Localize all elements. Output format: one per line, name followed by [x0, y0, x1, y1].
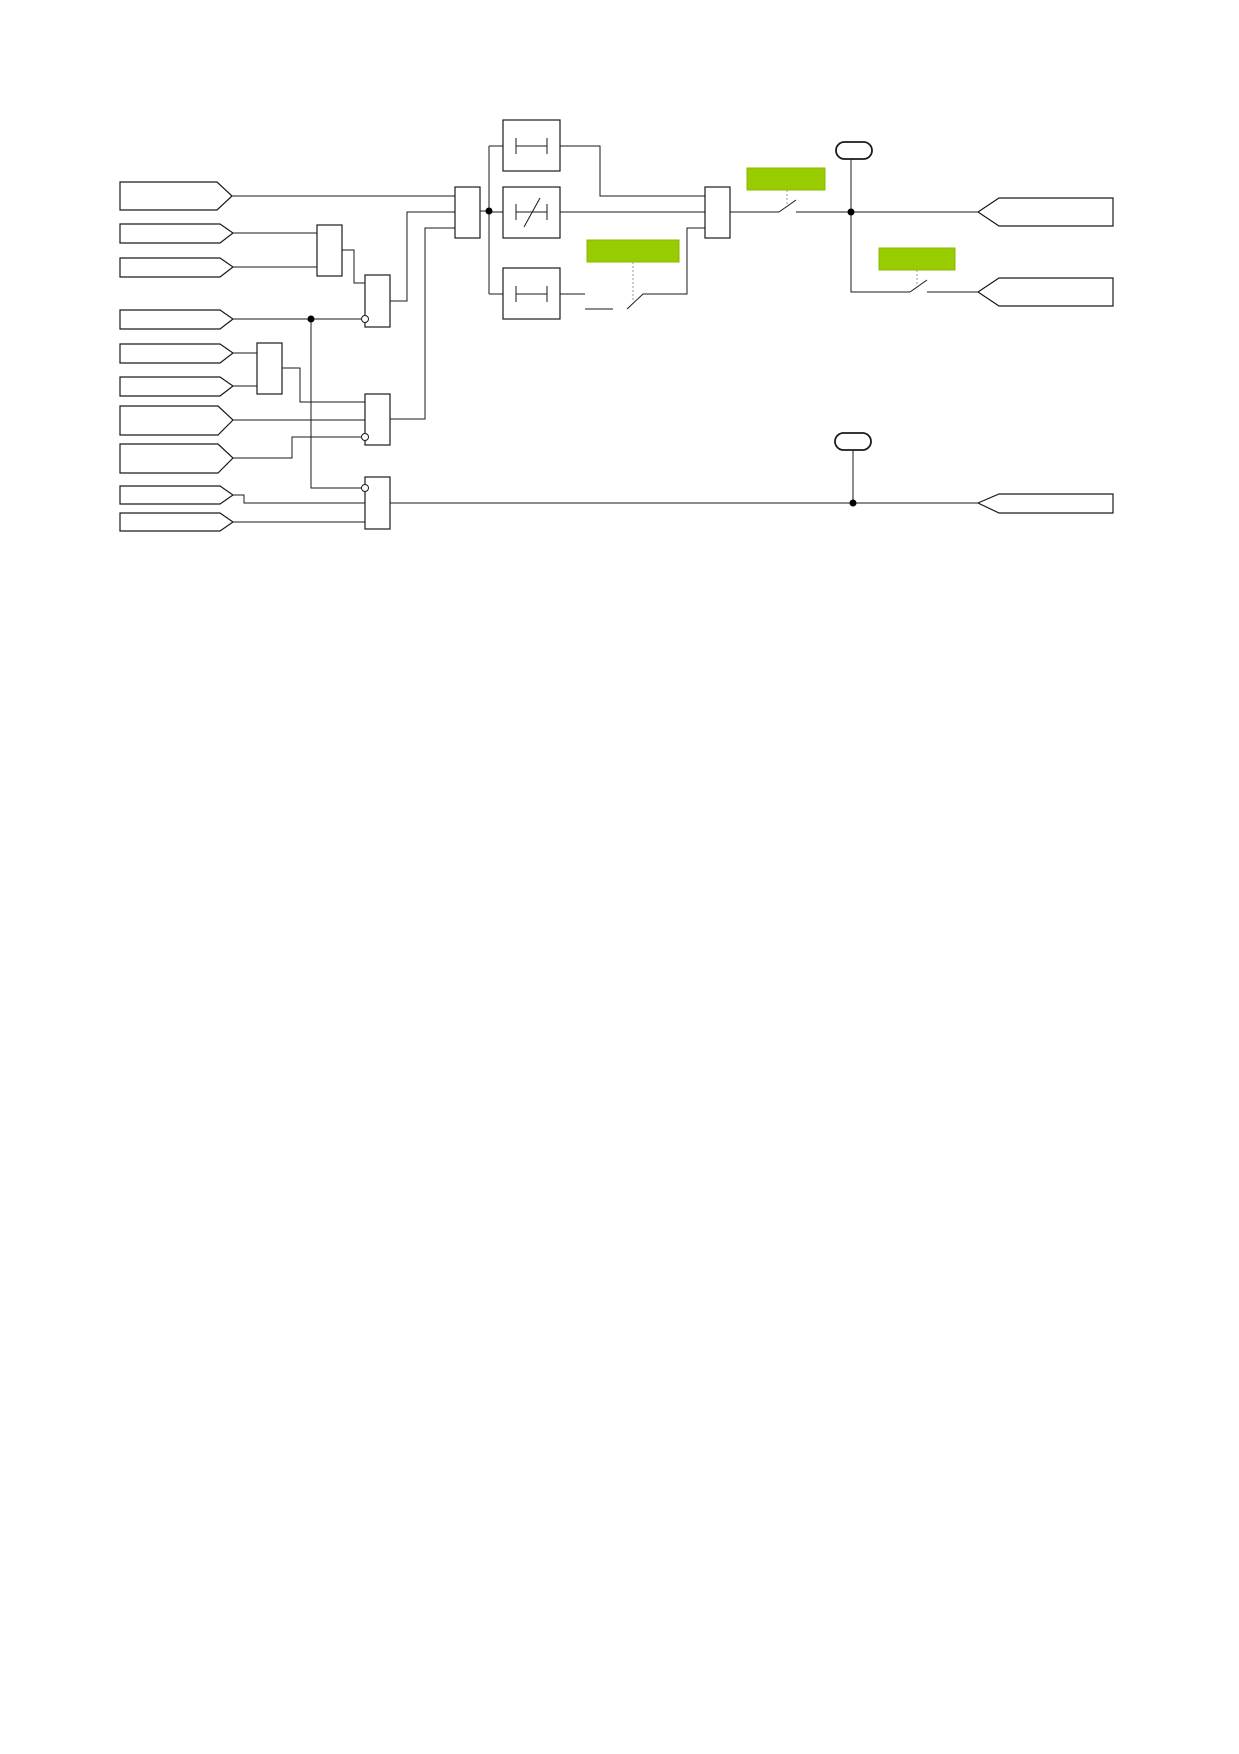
setting-block-1 — [586, 239, 680, 263]
gate-and-1 — [364, 274, 391, 328]
gate-and-3 — [364, 476, 391, 530]
output-signal-2 — [976, 277, 1114, 307]
junctions — [307, 207, 857, 507]
timer-icon — [515, 138, 548, 154]
setting-blocks — [586, 167, 956, 271]
input-signals — [119, 181, 235, 532]
input-signal-1 — [119, 181, 233, 211]
gate-or-3 — [454, 186, 481, 239]
inverted-input — [361, 315, 369, 323]
switch-icon — [745, 199, 797, 213]
gate-or-4 — [704, 186, 731, 239]
input-signal-2 — [119, 223, 235, 244]
input-signal-9 — [119, 485, 235, 505]
output-signals — [976, 197, 1114, 514]
junction-dot — [849, 499, 857, 507]
timer-blocks — [502, 119, 561, 320]
gate-and-2 — [364, 393, 391, 446]
output-signal-1 — [976, 197, 1114, 227]
inversion-circles — [361, 315, 369, 492]
input-signal-5 — [119, 343, 235, 364]
input-signal-6 — [119, 376, 235, 397]
junction-dot — [485, 207, 493, 215]
setting-block-3 — [878, 247, 956, 271]
switch-icon — [907, 279, 928, 293]
input-signal-10 — [119, 512, 235, 532]
inverted-input — [361, 484, 369, 492]
input-signal-3 — [119, 257, 235, 278]
connectors — [834, 141, 873, 451]
connector-oval-1 — [835, 141, 873, 160]
junction-dot — [307, 315, 315, 323]
setting-block-2 — [746, 167, 826, 191]
logic-gates — [256, 186, 731, 530]
output-signal-3 — [976, 493, 1114, 514]
switch-icon — [585, 293, 644, 310]
connector-oval-2 — [834, 432, 872, 451]
gate-or-1 — [316, 224, 343, 277]
wires — [232, 145, 978, 523]
setting-links — [632, 190, 918, 300]
timer-icon — [515, 286, 548, 302]
variable-timer-icon — [515, 197, 548, 228]
input-signal-8 — [119, 443, 234, 474]
gate-or-2 — [256, 342, 283, 395]
input-signal-4 — [119, 309, 235, 330]
junction-dot — [847, 208, 855, 216]
input-signal-7 — [119, 405, 234, 436]
inverted-input — [361, 433, 369, 441]
